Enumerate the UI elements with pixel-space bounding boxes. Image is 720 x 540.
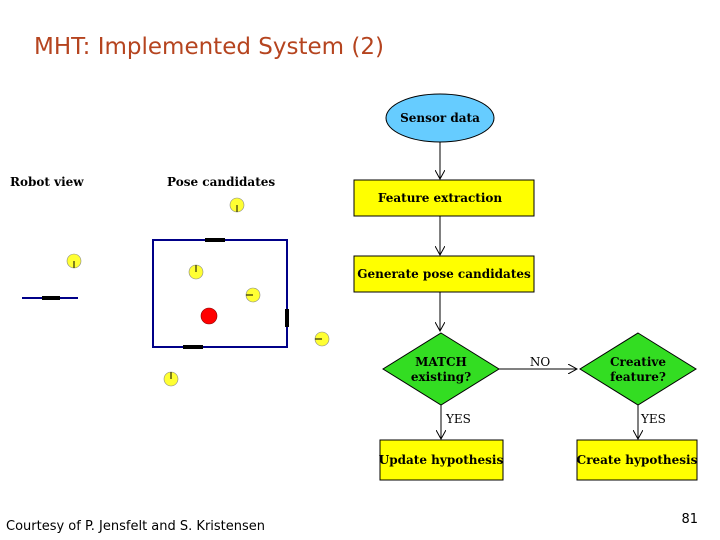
svg-text:feature?: feature? (610, 370, 666, 384)
svg-text:Sensor data: Sensor data (400, 111, 480, 125)
page-number: 81 (681, 512, 698, 527)
yes-label-left: YES (445, 412, 471, 426)
match-existing-decision: MATCH existing? (382, 332, 500, 406)
yes-label-right: YES (640, 412, 666, 426)
svg-text:Create hypothesis: Create hypothesis (577, 453, 698, 467)
create-hypothesis-box: Create hypothesis (576, 439, 698, 481)
true-pose (200, 307, 218, 325)
credit-text: Courtesy of P. Jensfelt and S. Kristense… (6, 519, 266, 534)
pose-candidate (229, 197, 245, 213)
svg-text:Update hypothesis: Update hypothesis (379, 453, 504, 467)
pose-candidates-label: Pose candidates (167, 175, 275, 189)
svg-text:existing?: existing? (411, 370, 471, 384)
creative-feature-decision: Creative feature? (579, 332, 697, 406)
slide-title: MHT: Implemented System (2) (34, 34, 384, 60)
generate-pose-candidates-box: Generate pose candidates (353, 255, 535, 293)
svg-text:MATCH: MATCH (415, 355, 467, 369)
robot-view-label: Robot view (10, 175, 84, 189)
room-map (152, 238, 289, 349)
pose-candidate (188, 264, 204, 280)
sensor-data-node: Sensor data (385, 93, 495, 143)
svg-text:Generate pose candidates: Generate pose candidates (357, 267, 531, 281)
feature-extraction-box: Feature extraction (353, 179, 535, 217)
no-label: NO (530, 355, 551, 369)
pose-candidate (314, 331, 330, 347)
svg-text:Feature extraction: Feature extraction (378, 191, 503, 205)
robot-view-wall (22, 296, 78, 300)
pose-candidate (245, 287, 261, 303)
robot-view-pose (66, 253, 82, 269)
pose-candidate (163, 371, 179, 387)
update-hypothesis-box: Update hypothesis (379, 439, 504, 481)
svg-text:Creative: Creative (610, 355, 666, 369)
